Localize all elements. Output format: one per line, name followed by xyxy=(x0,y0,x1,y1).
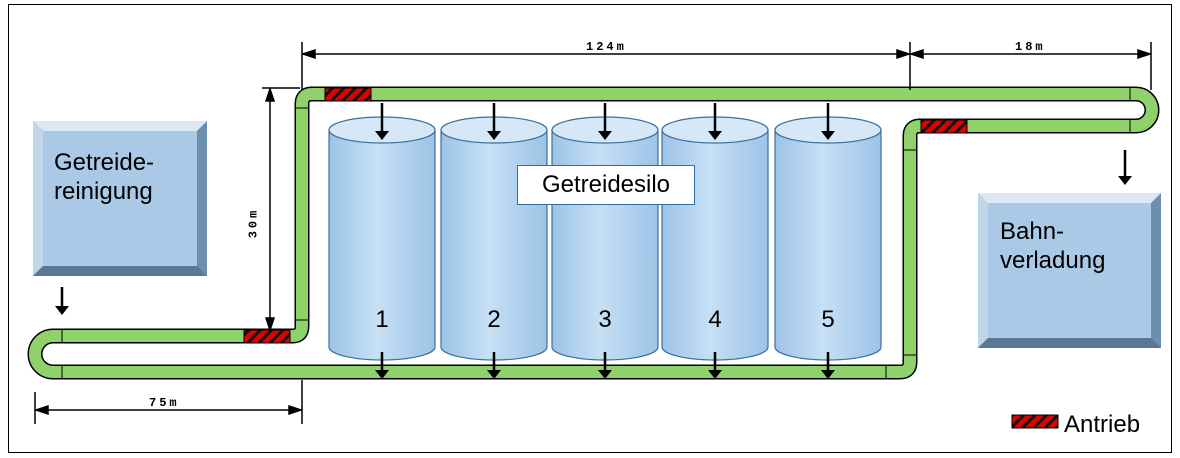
dimension-124m: 124m xyxy=(586,40,627,54)
flow-arrows xyxy=(55,103,1132,379)
silo-outlet-arrow-2 xyxy=(487,352,501,379)
silo-number-1: 1 xyxy=(375,306,389,333)
diagram-frame xyxy=(8,4,1172,453)
drive-left xyxy=(243,329,291,344)
dimension-18m: 18m xyxy=(1015,40,1046,54)
silo-inlet-arrow-2 xyxy=(487,103,501,140)
dimension-30m: 30m xyxy=(246,207,261,239)
silo-number-3: 3 xyxy=(598,306,612,333)
drive-units xyxy=(243,87,968,344)
dimension-lines xyxy=(33,42,1153,424)
drive-top xyxy=(324,87,372,102)
loading-box xyxy=(978,193,1161,348)
legend-drive-swatch xyxy=(1011,414,1059,429)
silo-inlet-arrow-4 xyxy=(708,103,722,140)
silo-inlet-arrow-1 xyxy=(375,103,389,140)
drive-right xyxy=(920,119,968,134)
silo-outlet-arrow-3 xyxy=(598,352,612,379)
conveyor-belt xyxy=(27,86,1160,380)
legend-drive-label: Antrieb xyxy=(1064,411,1141,438)
silo-outlet-arrow-5 xyxy=(821,352,835,379)
silo-title: Getreidesilo xyxy=(517,165,695,205)
loading-box-label: Bahn- verladung xyxy=(1000,218,1106,274)
cleaning-output-arrow xyxy=(55,287,69,315)
dimension-75m: 75m xyxy=(149,396,180,410)
silo-inlet-arrow-5 xyxy=(821,103,835,140)
silo-inlet-arrow-3 xyxy=(598,103,612,140)
silo-outlet-arrow-1 xyxy=(375,352,389,379)
silo-number-4: 4 xyxy=(708,306,722,333)
silo-number-2: 2 xyxy=(487,306,501,333)
cleaning-box-label: Getreide- reinigung xyxy=(54,149,155,205)
silo-number-5: 5 xyxy=(821,306,835,333)
silo-5 xyxy=(774,116,882,361)
loading-input-arrow xyxy=(1118,150,1132,185)
cleaning-box xyxy=(33,121,207,276)
silo-outlet-arrow-4 xyxy=(708,352,722,379)
